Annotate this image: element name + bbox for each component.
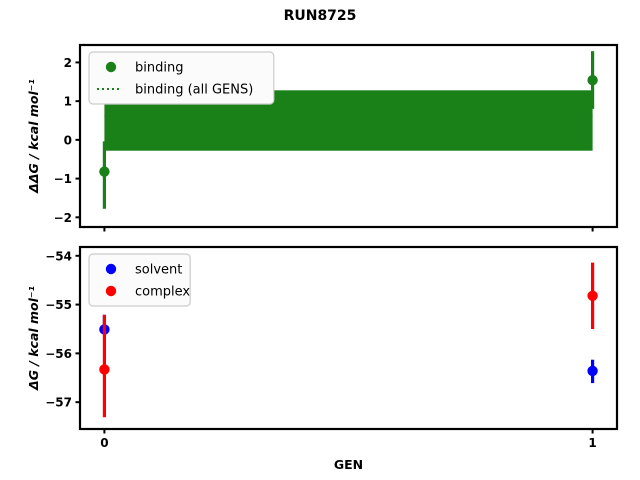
datapoint-complex[interactable] <box>587 290 598 301</box>
y-tick-label: −1 <box>54 172 72 186</box>
y-tick-label: 1 <box>64 95 72 109</box>
legend-panel-bottom: solvent complex <box>88 253 191 307</box>
x-tick-label: 0 <box>100 436 108 450</box>
legend-label: solvent <box>135 263 182 278</box>
legend-label: binding <box>135 61 183 76</box>
y-tick-label: −55 <box>45 298 72 312</box>
datapoint-binding[interactable] <box>587 75 598 86</box>
y-tick-label: 0 <box>64 133 72 147</box>
datapoint-solvent[interactable] <box>587 365 598 377</box>
legend-swatch-marker <box>105 61 117 73</box>
panel-bottom: −57 −56 −55 −54 0 1 ΔG / kcal mol⁻¹ GEN solvent c… <box>26 245 619 472</box>
y-tick-label: 2 <box>64 56 72 70</box>
x-axis-label: GEN <box>334 457 363 472</box>
y-tick-label: −56 <box>45 347 72 361</box>
figure-title: RUN8725 <box>284 8 357 24</box>
x-tick-label: 1 <box>588 436 596 450</box>
legend-swatch-marker <box>105 285 117 297</box>
datapoint-binding[interactable] <box>99 166 110 177</box>
y-tick-label: −2 <box>54 211 72 225</box>
datapoint-complex[interactable] <box>99 364 110 375</box>
y-tick-label: −54 <box>45 249 72 263</box>
legend-swatch-marker <box>105 263 117 275</box>
y-axis-label: ΔG / kcal mol⁻¹ <box>26 286 41 391</box>
legend-box <box>88 51 275 105</box>
axes-frame <box>78 245 619 431</box>
y-tick-label: −57 <box>45 396 72 410</box>
legend-label: binding (all GENS) <box>135 83 253 98</box>
legend-label: complex <box>135 285 190 300</box>
legend-panel-top: binding binding (all GENS) <box>88 51 275 105</box>
y-axis-label: ΔΔG / kcal mol⁻¹ <box>26 79 41 194</box>
axes-frame <box>78 43 619 229</box>
